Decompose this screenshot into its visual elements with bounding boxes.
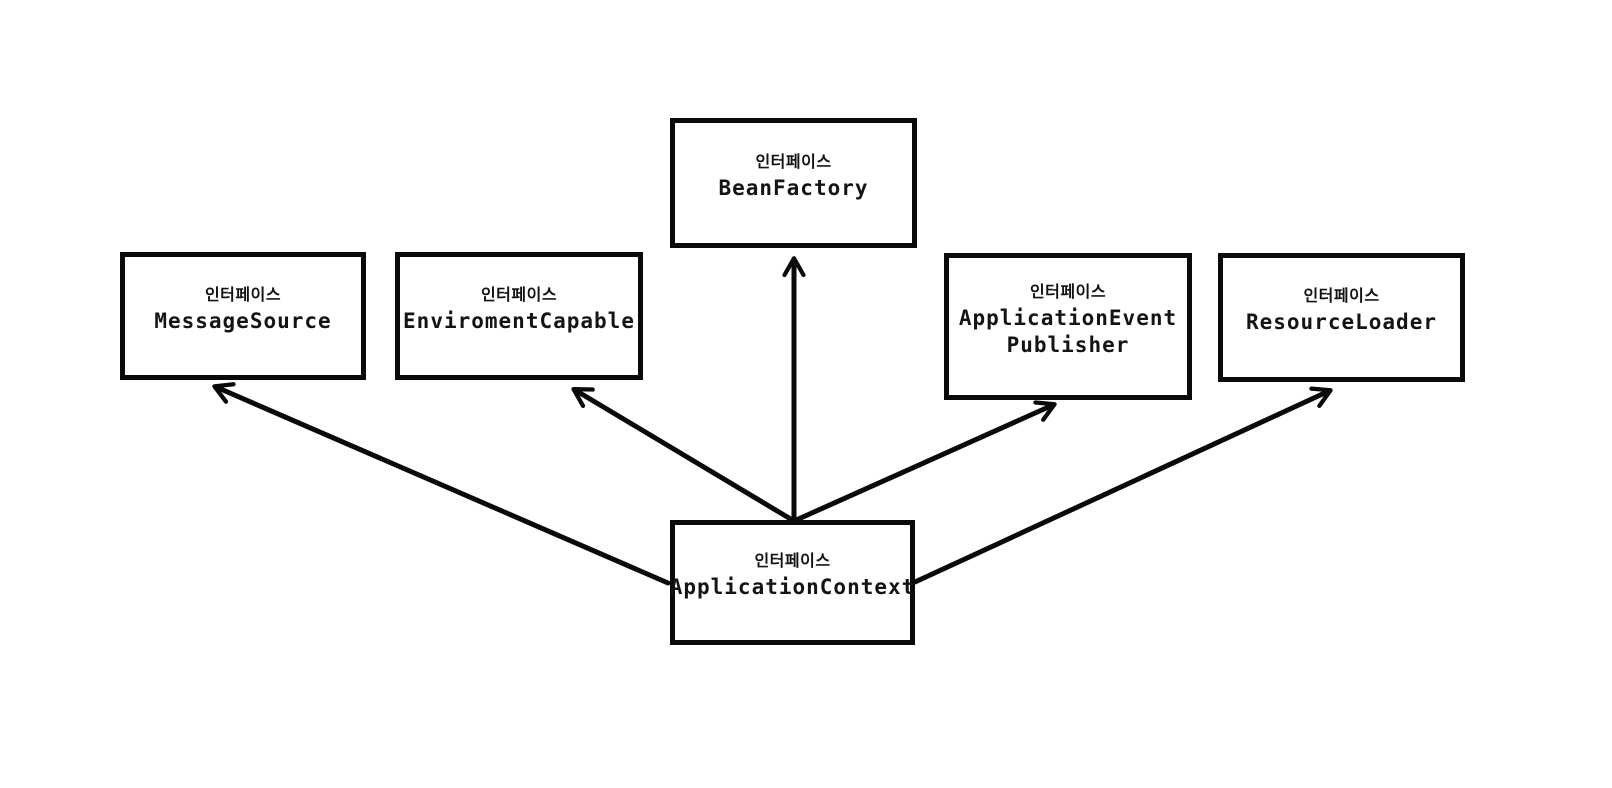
node-name: ResourceLoader bbox=[1245, 310, 1437, 335]
node-name: BeanFactory bbox=[718, 175, 869, 200]
node-resource-loader: 인터페이스 ResourceLoader bbox=[1218, 253, 1465, 382]
node-stereotype: 인터페이스 bbox=[754, 551, 831, 571]
node-stereotype: 인터페이스 bbox=[1303, 286, 1380, 306]
node-stereotype: 인터페이스 bbox=[480, 284, 558, 304]
node-bean-factory: 인터페이스 BeanFactory bbox=[670, 118, 917, 248]
node-message-source: 인터페이스 MessageSource bbox=[120, 252, 366, 380]
edge-applicationcontext-to-applicationeventpublisher bbox=[791, 400, 1057, 524]
node-name: ApplicationContext bbox=[669, 575, 916, 600]
node-stereotype: 인터페이스 bbox=[755, 151, 832, 171]
node-stereotype: 인터페이스 bbox=[1029, 281, 1107, 301]
edge-applicationcontext-to-messagesource bbox=[212, 382, 671, 586]
edge-applicationcontext-to-resourceloader bbox=[912, 386, 1333, 585]
node-application-context: 인터페이스 ApplicationContext bbox=[670, 520, 915, 645]
node-stereotype: 인터페이스 bbox=[204, 284, 282, 304]
node-name: MessageSource bbox=[154, 308, 332, 333]
node-enviroment-capable: 인터페이스 EnviromentCapable bbox=[395, 252, 643, 380]
node-name: ApplicationEvent Publisher bbox=[958, 305, 1178, 357]
node-application-event-publisher: 인터페이스 ApplicationEvent Publisher bbox=[944, 253, 1192, 400]
edge-applicationcontext-to-enviromentcapable bbox=[571, 386, 797, 524]
node-name: EnviromentCapable bbox=[403, 308, 635, 333]
